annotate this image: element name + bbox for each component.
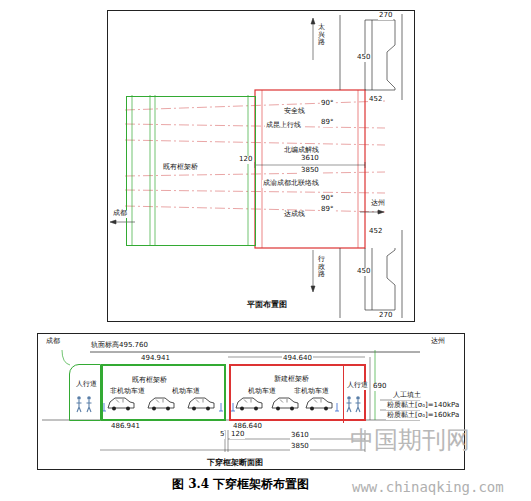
structure-title: 既有框架桥	[162, 164, 199, 172]
dimension-label: 人工填土	[392, 392, 422, 400]
dimension-label: 452	[368, 228, 383, 236]
dimension-label: 90°	[320, 195, 334, 203]
dimension-label: 452	[368, 96, 383, 104]
dimension-label: 494.941	[140, 355, 171, 363]
dimension-label: 成都	[45, 338, 61, 346]
lane-label: 非机动车道	[109, 388, 146, 396]
lane-label: 非机动车道	[293, 388, 330, 396]
dimension-label: 达成线	[283, 211, 306, 219]
road-name: 行政路	[318, 256, 325, 279]
dimension-label: 成昆上行线	[265, 122, 302, 130]
dimension-label: 270	[378, 12, 393, 20]
dimension-label: 90°	[320, 100, 334, 108]
dimension-label: 3850	[300, 167, 320, 175]
existing-frame-bridge-plan: 既有框架桥	[126, 96, 256, 246]
dimension-label: 达州	[430, 338, 446, 346]
structure-title: 下穿框架断面图	[206, 459, 264, 468]
dimension-label: 450	[356, 268, 371, 276]
dimension-label: 成都	[112, 210, 128, 218]
structure-title: 既有框架桥	[131, 377, 168, 385]
figure-caption: 图 3.4 下穿框架桥布置图	[172, 478, 309, 491]
dimension-label: 达州	[370, 200, 386, 208]
dimension-label: 494.640	[282, 355, 313, 363]
dimension-label: 5	[219, 431, 225, 439]
structure-title: 人行道	[346, 382, 369, 390]
dimension-label: 粉质黏土[σ₀]=160kPa	[386, 412, 460, 420]
sidewalk-cell: 人行道	[69, 364, 101, 421]
lane-label: 机动车道	[171, 388, 201, 396]
dimension-label: 3610	[290, 432, 310, 440]
existing-frame-bridge-section: 既有框架桥非机动车道 机动车道	[101, 364, 226, 421]
dimension-label: 120	[230, 431, 245, 439]
dimension-label: 轨面标高495.760	[90, 342, 149, 350]
structure-title: 新建框架桥	[273, 376, 310, 384]
dimension-label: 120	[238, 156, 253, 164]
watermark: 中国期刊网	[350, 427, 470, 453]
structure-title: 平面布置图	[246, 301, 288, 310]
dimension-label: 粉质黏土[σ₀]=140kPa	[386, 402, 460, 410]
watermark: www.chinaqking.com	[352, 480, 504, 495]
dimension-label: 北编成解线	[283, 147, 320, 155]
dimension-label: 3610	[300, 155, 320, 163]
dimension-label: 486.640	[232, 423, 263, 431]
dimension-label: 成渝成都北联络线	[262, 180, 320, 188]
dimension-label: 690	[372, 383, 387, 391]
dimension-label: 89°	[320, 119, 334, 127]
dimension-label: 安全线	[283, 108, 306, 116]
new-frame-bridge-section: 新建框架桥机动车道 非机动车道 人行道	[229, 364, 366, 421]
dimension-label: 486.941	[110, 423, 141, 431]
dimension-label: 270	[378, 312, 393, 320]
lane-label: 机动车道	[247, 388, 277, 396]
dimension-label: 450	[356, 54, 371, 62]
road-name: 太兴路	[318, 24, 325, 47]
dimension-label: 89°	[320, 206, 334, 214]
structure-title: 人行道	[75, 381, 98, 389]
dimension-label: 3850	[290, 443, 310, 451]
sidewalk-cell: 人行道	[343, 364, 371, 423]
